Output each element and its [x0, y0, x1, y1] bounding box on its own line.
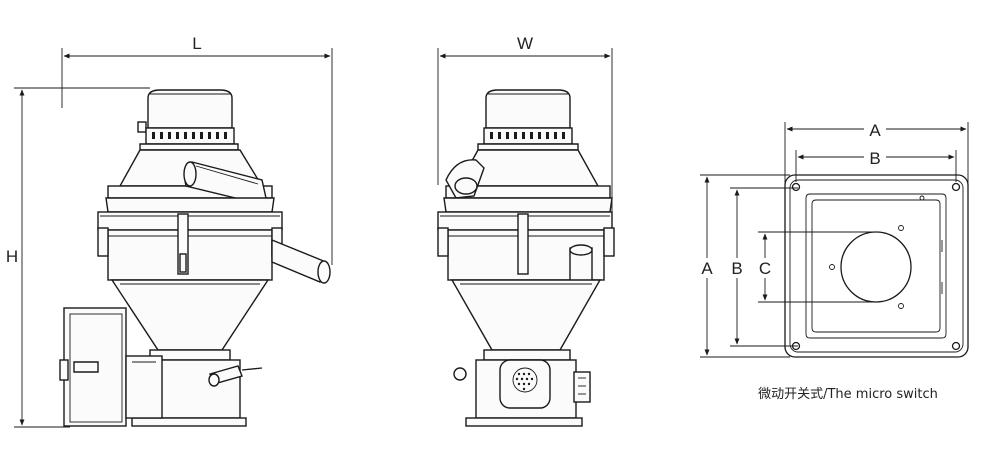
control-box — [59, 307, 163, 427]
front-view: L H — [6, 34, 333, 428]
side-view: W — [437, 34, 615, 427]
side-upper-body — [445, 149, 611, 199]
dimension-h: H — [6, 87, 150, 428]
side-hopper-body — [437, 197, 615, 351]
switch-caption: 微动开关式/The micro switch — [758, 387, 938, 402]
upper-body — [107, 149, 273, 203]
plate-center-hole — [840, 231, 912, 303]
side-motor-cap — [477, 89, 579, 151]
dimension-w: W — [437, 34, 613, 230]
dimension-a-vertical-label: A — [701, 259, 713, 278]
dimension-l-label: L — [192, 34, 201, 53]
dimension-c-vertical: C — [756, 231, 876, 303]
dimension-a-horizontal: A — [784, 120, 969, 190]
dimension-a-vertical: A — [698, 174, 790, 358]
dimension-c-vertical-label: C — [759, 259, 771, 278]
dimension-b-horizontal-label: B — [869, 149, 880, 168]
motor-cap — [137, 89, 239, 151]
dimension-b-vertical-label: B — [731, 259, 742, 278]
switch-plate — [784, 174, 969, 358]
dimension-a-horizontal-label: A — [869, 121, 881, 140]
dimension-l: L — [61, 34, 333, 265]
dimension-w-label: W — [517, 34, 533, 53]
dimension-b-vertical: B — [728, 187, 798, 347]
hopper-body — [97, 197, 283, 351]
dimension-h-label: H — [6, 247, 18, 266]
outlet-pipe — [271, 238, 331, 284]
switch-plate-view: A B A B — [698, 120, 969, 402]
side-lower-body — [453, 349, 591, 427]
dimension-b-horizontal: B — [795, 148, 957, 182]
